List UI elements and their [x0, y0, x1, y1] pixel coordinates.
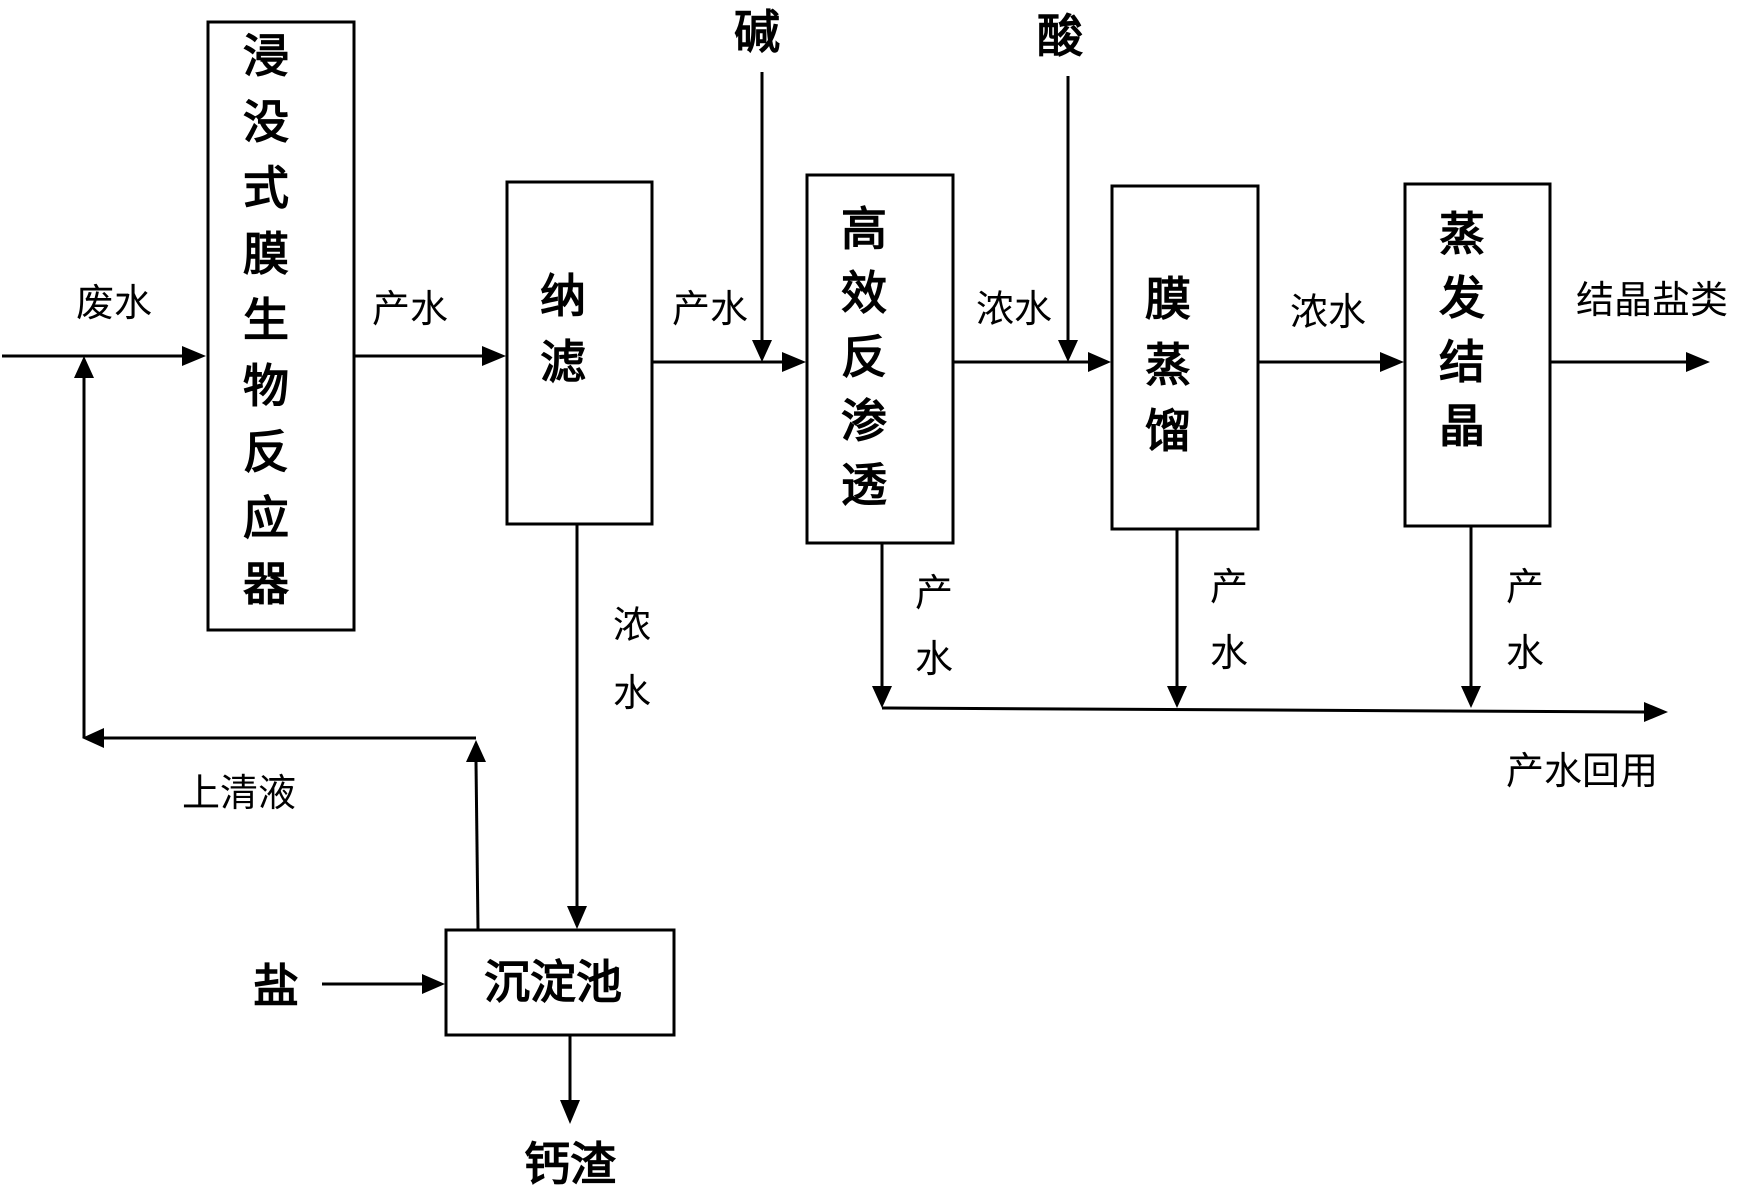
reactor-to-nf-label: 产水 [372, 287, 448, 331]
node-nanofiltration: 纳滤 [505, 180, 654, 526]
water-reuse-header-arrow [881, 702, 1668, 722]
nf-to-ro-label: 产水 [672, 287, 748, 331]
md-permeate-arrow [1167, 529, 1187, 708]
node-evaporation-crystallization: 蒸发结晶 [1403, 182, 1552, 528]
ro-permeate-label: 产水 [915, 571, 953, 681]
node-reverse-osmosis: 高效反渗透 [805, 173, 955, 545]
node-reactor-label: 浸没式膜生物反应器 [243, 29, 290, 611]
evap-permeate-label: 产水 [1506, 565, 1544, 675]
nf-concentrate-arrow [567, 524, 587, 929]
nf-concentrate-label: 浓水 [613, 603, 651, 715]
nanofiltration-to-ro-arrow [652, 352, 806, 372]
node-reactor: 浸没式膜生物反应器 [206, 20, 356, 632]
input-wastewater-label: 废水 [76, 281, 152, 325]
node-evaporation-label: 蒸发结晶 [1439, 207, 1485, 453]
input-salt-label: 盐 [253, 959, 299, 1013]
wastewater-inlet-arrow [2, 346, 206, 366]
input-alkali-label: 碱 [734, 5, 780, 59]
node-reverse-osmosis-label: 高效反渗透 [841, 202, 888, 512]
supernatant-label: 上清液 [182, 771, 296, 815]
node-membrane-distillation: 膜蒸馏 [1110, 184, 1260, 531]
md-permeate-label: 产水 [1210, 565, 1248, 675]
output-crystal-salts-label: 结晶盐类 [1576, 278, 1728, 322]
reactor-to-nanofiltration-arrow [354, 346, 506, 366]
output-water-reuse-label: 产水回用 [1506, 749, 1658, 793]
node-nanofiltration-label: 纳滤 [540, 269, 586, 389]
acid-dosing-arrow [1058, 76, 1078, 362]
supernatant-up-arrow [466, 740, 486, 930]
output-calcium-residue-label: 钙渣 [524, 1137, 617, 1191]
md-to-evaporation-arrow [1258, 352, 1404, 372]
input-acid-label: 酸 [1037, 9, 1084, 63]
node-membrane-distillation-label: 膜蒸馏 [1145, 272, 1191, 458]
ro-permeate-arrow [872, 543, 892, 708]
node-settling-tank: 沉淀池 [444, 928, 676, 1037]
supernatant-to-inlet-arrow [74, 356, 94, 738]
salt-inlet-arrow [322, 974, 445, 994]
crystal-salts-outlet-arrow [1550, 352, 1710, 372]
md-to-evap-label: 浓水 [1290, 290, 1366, 334]
node-settling-tank-label: 沉淀池 [484, 955, 622, 1009]
alkali-dosing-arrow [752, 72, 772, 362]
evaporation-permeate-arrow [1461, 526, 1481, 708]
calcium-residue-outlet-arrow [560, 1035, 580, 1124]
ro-to-md-label: 浓水 [976, 287, 1052, 331]
ro-to-md-arrow [953, 352, 1111, 372]
supernatant-return-arrow [82, 728, 476, 748]
